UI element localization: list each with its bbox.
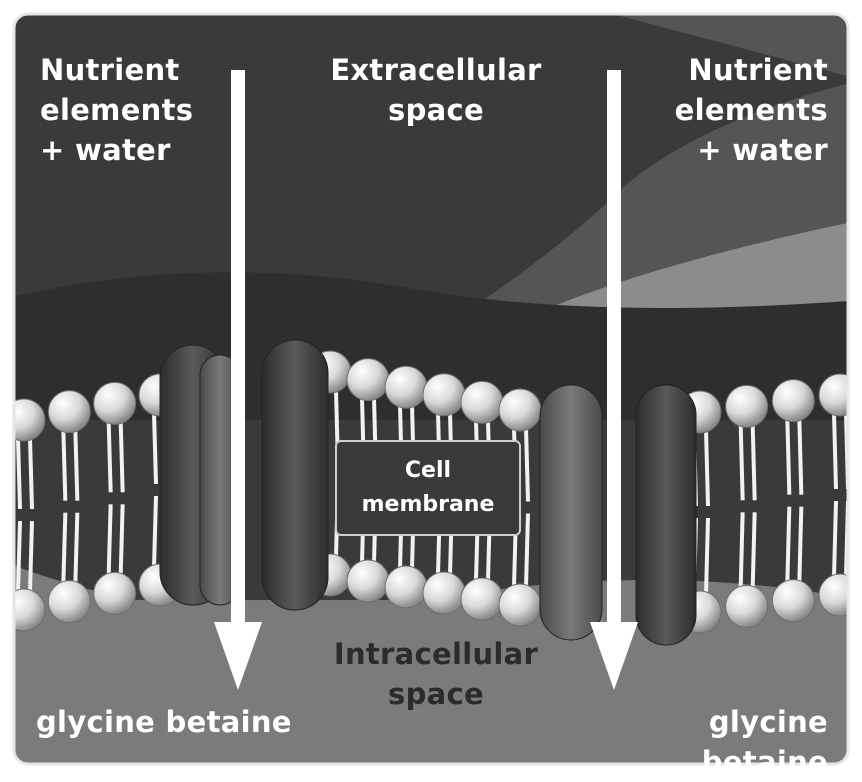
lipid-head xyxy=(818,373,848,417)
lipid-tail xyxy=(16,437,22,510)
frame-border xyxy=(12,12,850,766)
cell-membrane-label: Cell membrane xyxy=(335,440,521,536)
lipid-tail xyxy=(106,421,113,493)
lipid-tail xyxy=(152,412,158,485)
lipid-head xyxy=(47,390,91,434)
glycine-betaine-label-left: glycine betaine xyxy=(36,705,292,739)
arrow-head xyxy=(214,622,262,690)
glycine-betaine-label-right: glycine betaine xyxy=(701,705,828,779)
lipid-tail xyxy=(73,429,80,501)
lipid-tail xyxy=(785,506,792,583)
lipid-tail xyxy=(16,520,22,593)
lipid-tail xyxy=(750,512,757,589)
lipid-tail xyxy=(73,512,80,584)
lipid-head xyxy=(93,381,137,425)
lipid-head xyxy=(725,384,769,428)
lipid-head xyxy=(460,380,504,424)
arrow-shaft xyxy=(607,70,621,630)
membrane-proteins xyxy=(159,339,697,646)
lipid-tail xyxy=(832,412,838,490)
lipid-tail xyxy=(738,512,745,589)
lipid-head xyxy=(384,365,428,409)
lipid-head xyxy=(422,571,466,615)
lipid-head xyxy=(346,559,390,603)
lipid-head xyxy=(14,588,46,632)
lipid-head xyxy=(771,579,815,623)
lipid-head xyxy=(47,580,91,624)
lipid-tail xyxy=(61,429,68,501)
lipid-head xyxy=(818,573,848,617)
lipid-head xyxy=(498,583,542,627)
lipid-head xyxy=(346,358,390,402)
lipid-tail xyxy=(152,495,158,568)
lipid-tail xyxy=(61,512,68,584)
nutrient-label-right: Nutrient elements + water xyxy=(674,53,828,167)
transport-protein xyxy=(261,339,329,611)
lipid-tail xyxy=(118,504,125,576)
lipid-tail xyxy=(797,418,804,495)
lipid-tail xyxy=(28,437,34,510)
lipid-head xyxy=(460,577,504,621)
lipid-head xyxy=(725,584,769,628)
arrow-shaft xyxy=(231,70,245,630)
lipid-tail xyxy=(106,504,113,576)
lipid-tail xyxy=(738,424,745,501)
lipid-head xyxy=(384,565,428,609)
transport-arrows xyxy=(214,70,638,690)
lipid-tail xyxy=(704,429,710,507)
lipid-tail xyxy=(785,418,792,495)
transport-protein xyxy=(635,384,697,646)
lipid-tail xyxy=(750,424,757,501)
lipid-head xyxy=(498,388,542,432)
lipid-tail xyxy=(797,506,804,583)
extracellular-label: Extracellular space xyxy=(330,53,542,127)
lipid-tail xyxy=(704,517,710,595)
lipid-head xyxy=(14,398,46,442)
lipid-tail xyxy=(118,421,125,493)
lipid-bilayer xyxy=(14,350,848,634)
lipid-head xyxy=(422,373,466,417)
intracellular-label: Intracellular space xyxy=(333,637,539,711)
lipid-tail xyxy=(832,500,838,578)
lipid-head xyxy=(771,379,815,423)
nutrient-label-left: Nutrient elements + water xyxy=(40,53,194,167)
lipid-tail xyxy=(524,513,530,588)
transport-protein xyxy=(539,384,603,641)
arrow-head xyxy=(590,622,638,690)
lipid-tail xyxy=(524,427,530,502)
lipid-tail xyxy=(28,520,34,593)
lipid-head xyxy=(93,571,137,615)
